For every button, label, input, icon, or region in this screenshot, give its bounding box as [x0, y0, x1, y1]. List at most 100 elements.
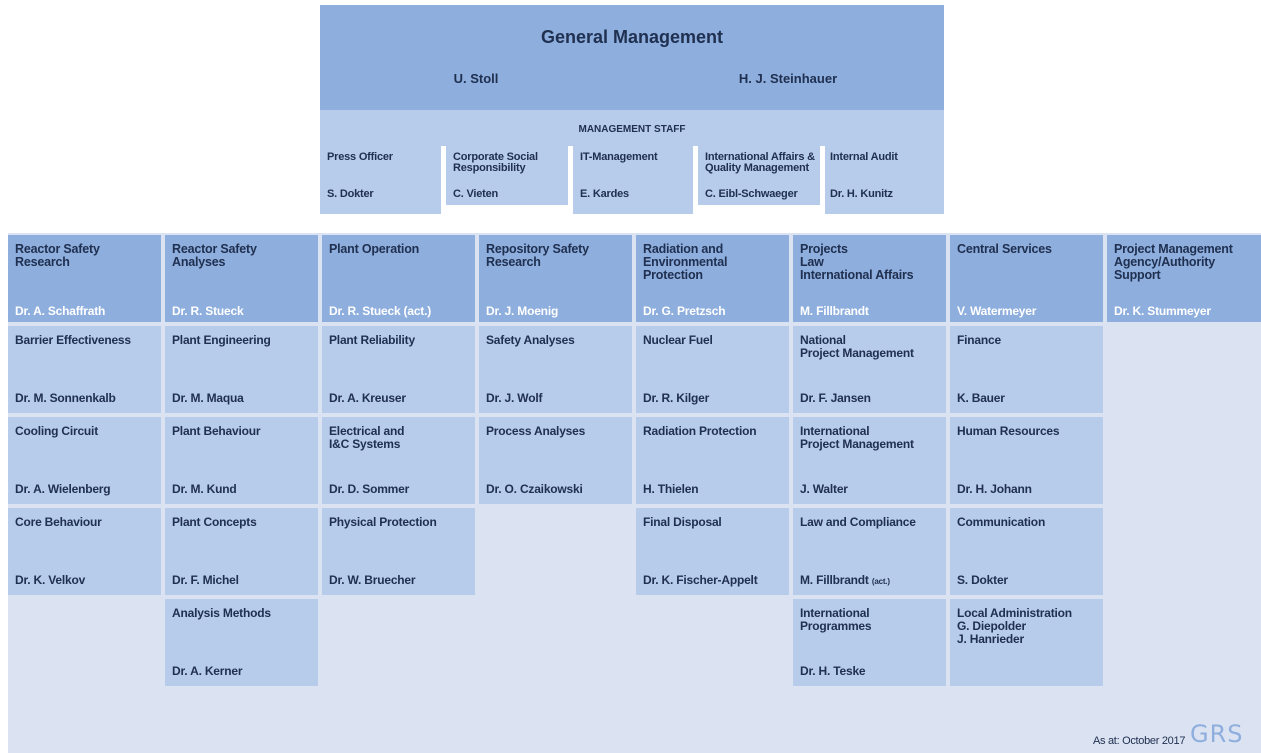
staff-gap	[446, 205, 568, 214]
unit-box: Communication S. Dokter	[950, 508, 1103, 595]
staff-divider	[568, 146, 573, 214]
unit-box: Physical Protection Dr. W. Bruecher	[322, 508, 475, 595]
department-head: Dr. A. Schaffrath	[15, 304, 106, 318]
department-repository-safety-research: Repository Safety Research Dr. J. Moenig	[479, 235, 632, 322]
manager-name: H. J. Steinhauer	[738, 71, 838, 86]
department-plant-operation: Plant Operation Dr. R. Stueck (act.)	[322, 235, 475, 322]
department-head: Dr. K. Stummeyer	[1114, 304, 1211, 318]
unit-box: Radiation Protection H. Thielen	[636, 417, 789, 504]
manager-name: U. Stoll	[453, 71, 499, 86]
unit-head: Dr. O. Czaikowski	[486, 482, 583, 496]
unit-title: Local Administration G. Diepolder J. Han…	[957, 606, 1072, 646]
department-project-management-agency: Project Management Agency/Authority Supp…	[1107, 235, 1261, 322]
unit-title: Process Analyses	[486, 424, 586, 438]
unit-box: Core Behaviour Dr. K. Velkov	[8, 508, 161, 595]
general-management-title: General Management	[540, 27, 724, 47]
unit-box: International Project Management J. Walt…	[793, 417, 946, 504]
unit-title: Physical Protection	[329, 515, 437, 529]
unit-head: Dr. F. Jansen	[800, 391, 871, 405]
department-head: Dr. J. Moenig	[486, 304, 559, 318]
department-reactor-safety-research: Reactor Safety Research Dr. A. Schaffrat…	[8, 235, 161, 322]
unit-head: K. Bauer	[957, 391, 1005, 405]
department-central-services: Central Services V. Watermeyer	[950, 235, 1103, 322]
unit-title: Plant Reliability	[329, 333, 415, 347]
unit-box: Plant Engineering Dr. M. Maqua	[165, 326, 318, 413]
unit-head: Dr. M. Sonnenkalb	[15, 391, 116, 405]
unit-title: Plant Engineering	[172, 333, 271, 347]
unit-title: Barrier Effectiveness	[15, 333, 131, 347]
unit-head: Dr. H. Teske	[800, 664, 866, 678]
department-radiation-environmental-protection: Radiation and Environmental Protection D…	[636, 235, 789, 322]
staff-unit: Corporate Social Responsibility C. Viete…	[446, 152, 568, 210]
management-staff-box: MANAGEMENT STAFF	[320, 110, 944, 214]
staff-unit-head: S. Dokter	[327, 188, 374, 200]
staff-divider	[693, 146, 698, 214]
unit-box: Process Analyses Dr. O. Czaikowski	[479, 417, 632, 504]
unit-box: Local Administration G. Diepolder J. Han…	[950, 599, 1103, 686]
department-title: Repository Safety Research	[486, 242, 589, 269]
unit-head: Dr. K. Fischer-Appelt	[643, 573, 758, 587]
unit-head: Dr. A. Kreuser	[329, 391, 406, 405]
unit-title: Core Behaviour	[15, 515, 102, 529]
department-head: Dr. R. Stueck	[172, 304, 244, 318]
unit-box: Law and Compliance M. Fillbrandt (act.)	[793, 508, 946, 595]
staff-unit-title: IT-Management	[580, 151, 658, 163]
unit-box: Electrical and I&C Systems Dr. D. Sommer	[322, 417, 475, 504]
department-title: Radiation and Environmental Protection	[643, 242, 728, 282]
department-projects-law-international-affairs: Projects Law International Affairs M. Fi…	[793, 235, 946, 322]
unit-title: International Project Management	[800, 424, 914, 451]
unit-box: Analysis Methods Dr. A. Kerner	[165, 599, 318, 686]
unit-head: Dr. M. Maqua	[172, 391, 244, 405]
staff-divider	[820, 146, 825, 214]
unit-head: Dr. W. Bruecher	[329, 573, 416, 587]
staff-divider	[441, 146, 446, 214]
unit-box: Cooling Circuit Dr. A. Wielenberg	[8, 417, 161, 504]
unit-title: International Programmes	[800, 606, 872, 633]
department-head: Dr. G. Pretzsch	[643, 304, 726, 318]
unit-head: J. Walter	[800, 482, 848, 496]
staff-unit-title: Internal Audit	[830, 151, 898, 163]
staff-unit-head: E. Kardes	[580, 188, 629, 200]
unit-head: Dr. J. Wolf	[486, 391, 543, 405]
staff-unit-title: Corporate Social Responsibility	[453, 151, 538, 174]
unit-head-note: (act.)	[871, 577, 890, 586]
department-title: Projects Law International Affairs	[800, 242, 914, 282]
unit-title: Nuclear Fuel	[643, 333, 713, 347]
unit-box: International Programmes Dr. H. Teske	[793, 599, 946, 686]
unit-title: Radiation Protection	[643, 424, 757, 438]
grs-logo: GRS	[1190, 720, 1244, 748]
staff-unit-title: International Affairs & Quality Manageme…	[705, 151, 815, 174]
unit-head: M. Fillbrandt (act.)	[800, 573, 890, 587]
department-title: Project Management Agency/Authority Supp…	[1114, 242, 1233, 282]
staff-unit-head: Dr. H. Kunitz	[830, 188, 893, 200]
staff-unit: IT-Management E. Kardes	[573, 152, 693, 210]
unit-head: Dr. A. Kerner	[172, 664, 243, 678]
unit-head: Dr. K. Velkov	[15, 573, 86, 587]
unit-box: Nuclear Fuel Dr. R. Kilger	[636, 326, 789, 413]
staff-gap	[698, 205, 820, 214]
unit-box: Plant Concepts Dr. F. Michel	[165, 508, 318, 595]
staff-unit: Press Officer S. Dokter	[320, 152, 441, 210]
unit-box: Safety Analyses Dr. J. Wolf	[479, 326, 632, 413]
department-head: M. Fillbrandt	[800, 304, 869, 318]
unit-title: Law and Compliance	[800, 515, 916, 529]
unit-head: Dr. F. Michel	[172, 573, 239, 587]
unit-title: Human Resources	[957, 424, 1060, 438]
unit-box: Barrier Effectiveness Dr. M. Sonnenkalb	[8, 326, 161, 413]
unit-box: Plant Behaviour Dr. M. Kund	[165, 417, 318, 504]
unit-title: Plant Behaviour	[172, 424, 261, 438]
as-at-date: As at: October 2017	[1093, 735, 1186, 747]
department-title: Reactor Safety Analyses	[172, 242, 257, 269]
unit-box: Plant Reliability Dr. A. Kreuser	[322, 326, 475, 413]
department-title: Plant Operation	[329, 242, 420, 256]
unit-head-name: M. Fillbrandt	[800, 573, 869, 587]
management-staff-title: MANAGEMENT STAFF	[578, 124, 686, 135]
staff-unit-head: C. Eibl-Schwaeger	[705, 188, 798, 200]
unit-title: Cooling Circuit	[15, 424, 98, 438]
staff-unit: International Affairs & Quality Manageme…	[698, 152, 820, 210]
unit-head: Dr. H. Johann	[957, 482, 1032, 496]
unit-head: Dr. A. Wielenberg	[15, 482, 111, 496]
unit-title: Electrical and I&C Systems	[329, 424, 405, 451]
unit-head: S. Dokter	[957, 573, 1008, 587]
department-reactor-safety-analyses: Reactor Safety Analyses Dr. R. Stueck	[165, 235, 318, 322]
